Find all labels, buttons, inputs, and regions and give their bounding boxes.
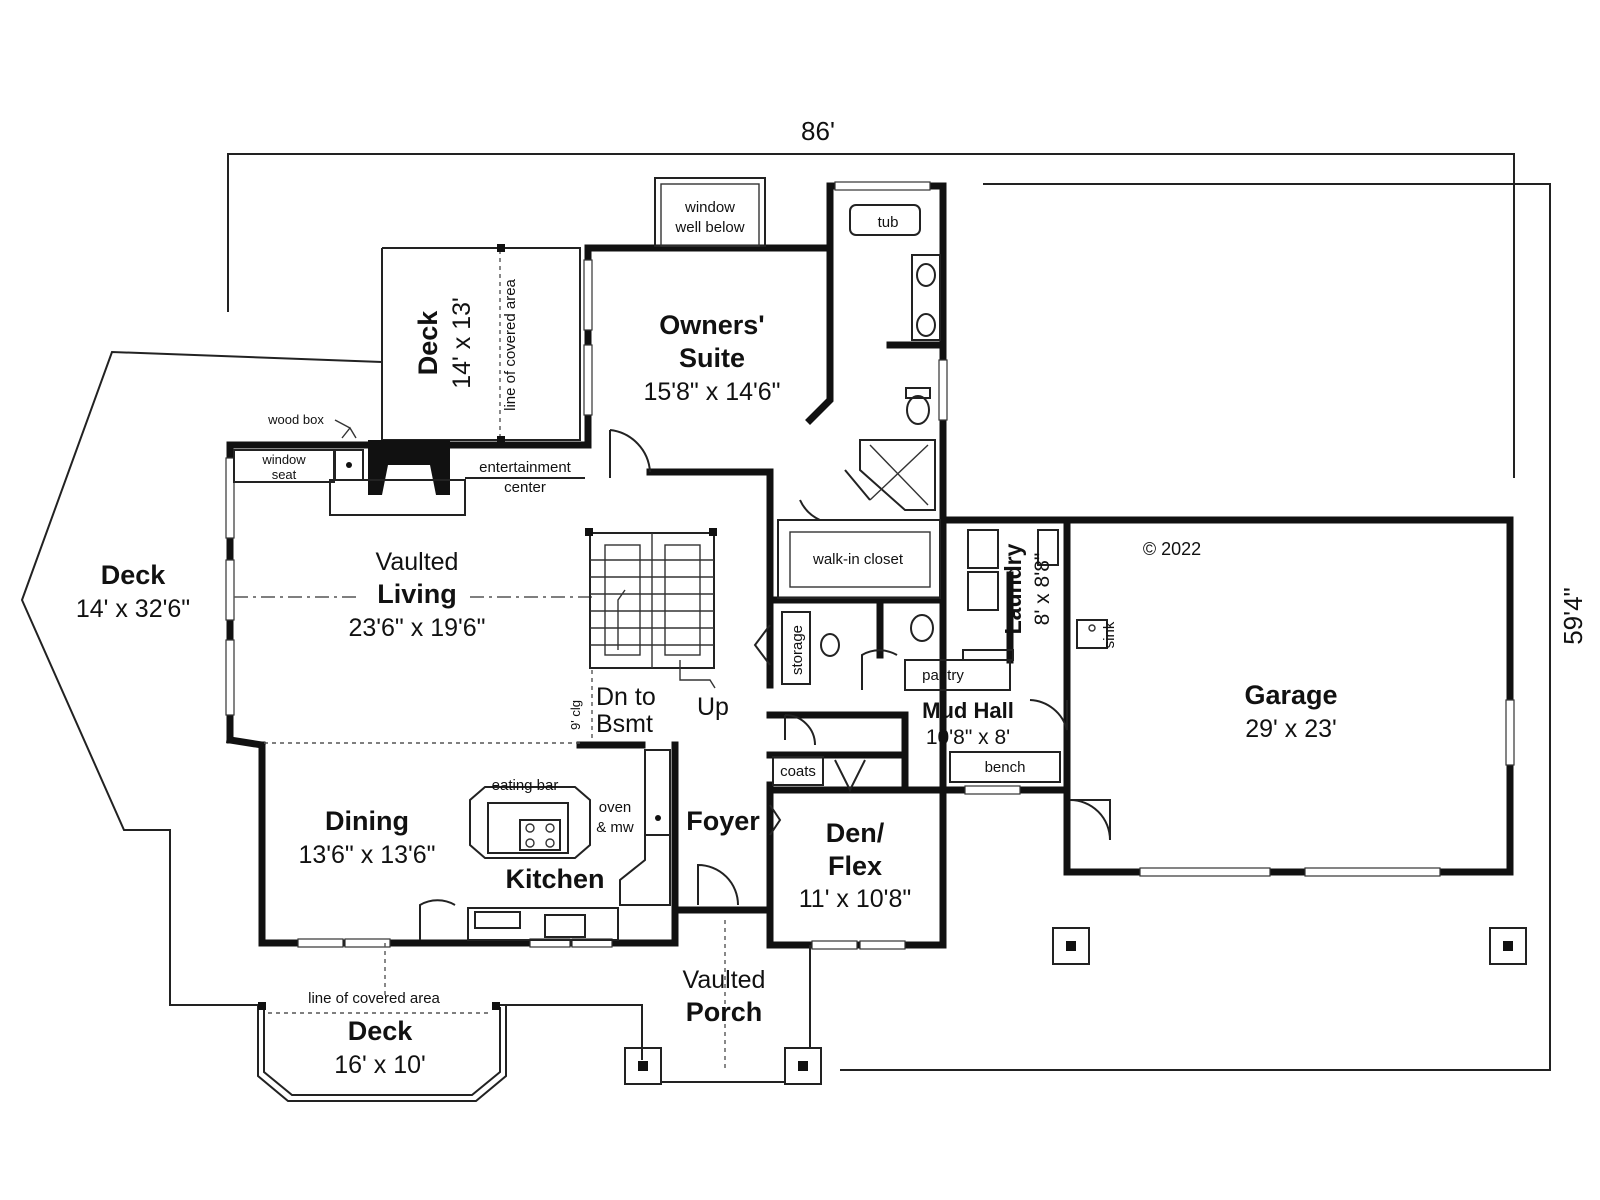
- window-seat-label-1: window: [261, 452, 306, 467]
- sink-label: sink: [1101, 621, 1118, 648]
- ceiling-label: 9' clg: [568, 700, 583, 730]
- dn-to-label-1: Dn to: [596, 683, 656, 711]
- den-name-1: Den/: [826, 818, 885, 848]
- storage-closet: [781, 611, 811, 685]
- dining-name: Dining: [325, 806, 409, 836]
- dining-size: 13'6" x 13'6": [298, 841, 435, 869]
- dn-to-label-2: Bsmt: [596, 710, 653, 738]
- porch-name-2: Porch: [686, 997, 763, 1027]
- foyer-name: Foyer: [686, 806, 760, 836]
- window-well-label-2: well below: [674, 219, 744, 236]
- fireplace: [368, 440, 450, 495]
- covered-area-upper: line of covered area: [502, 278, 519, 410]
- sink-oval-1: [916, 263, 936, 287]
- living-name-2: Living: [377, 579, 457, 609]
- pantry-label: pantry: [922, 667, 964, 684]
- deck-upper-size: 14' x 13': [448, 297, 476, 389]
- deck-lower-name: Deck: [348, 1016, 414, 1046]
- eating-bar-island: [469, 786, 591, 859]
- kitchen-sink: [544, 914, 586, 938]
- entertainment-label-2: center: [504, 479, 546, 496]
- deck-lower-size: 16' x 10': [334, 1051, 426, 1079]
- tub-label: tub: [878, 214, 899, 231]
- overall-width-label: 86': [801, 116, 835, 146]
- living-name-1: Vaulted: [376, 548, 459, 576]
- garage-size: 29' x 23': [1245, 715, 1337, 743]
- dryer: [967, 571, 999, 611]
- garage-name: Garage: [1244, 680, 1337, 710]
- covered-area-lower: line of covered area: [308, 990, 440, 1007]
- laundry-sink: [1076, 619, 1108, 649]
- oven-cabinet: [644, 749, 671, 836]
- storage-label: storage: [789, 625, 806, 675]
- staircase: [585, 528, 717, 689]
- interior-walls: [576, 244, 1071, 914]
- coats-label: coats: [780, 763, 816, 780]
- den-name-2: Flex: [828, 851, 882, 881]
- up-label: Up: [697, 693, 729, 721]
- washer: [967, 529, 999, 569]
- deck-side-size: 14' x 32'6": [76, 595, 190, 623]
- living-size: 23'6" x 19'6": [348, 614, 485, 642]
- shower: [859, 439, 936, 511]
- overall-dimension-lines: [227, 153, 1551, 1071]
- toilet: [906, 395, 930, 425]
- owners-suite-name-1: Owners': [659, 310, 764, 340]
- walk-in-closet: [777, 519, 941, 599]
- owners-suite-name-2: Suite: [679, 343, 745, 373]
- owners-suite-size: 15'8" x 14'6": [643, 378, 780, 406]
- bench-label: bench: [985, 759, 1026, 776]
- window-seat-label-2: seat: [272, 467, 297, 482]
- pantry: [904, 659, 1011, 691]
- deck-side-name: Deck: [101, 560, 167, 590]
- kitchen-name: Kitchen: [505, 864, 604, 894]
- doors: [419, 429, 1111, 940]
- walk-in-closet-label: walk-in closet: [812, 551, 904, 568]
- mud-hall-size: 10'8" x 8': [926, 726, 1010, 749]
- oven-label-2: & mw: [596, 819, 634, 836]
- deck-upper-name: Deck: [413, 310, 443, 376]
- mud-hall-name: Mud Hall: [922, 698, 1014, 723]
- bench: [949, 751, 1061, 783]
- laundry-name: Laundry: [1000, 543, 1026, 634]
- copyright: © 2022: [1143, 539, 1201, 559]
- oven-label-1: oven: [599, 799, 632, 816]
- sink-oval-2: [916, 313, 936, 337]
- bathtub: [849, 204, 921, 236]
- laundry-size: 8' x 8'8": [1031, 553, 1054, 626]
- window-well-label-1: window: [684, 199, 735, 216]
- side-deck-outline: [20, 247, 581, 1006]
- entertainment-label-1: entertainment: [479, 459, 572, 476]
- wood-box-label: wood box: [267, 412, 324, 427]
- coats-closet: [772, 756, 824, 786]
- overall-depth-label: 59'4": [1558, 587, 1588, 645]
- porch-name-1: Vaulted: [683, 966, 766, 994]
- cooktop: [519, 819, 561, 851]
- lower-deck: [263, 1007, 501, 1096]
- half-bath-sink: [820, 633, 840, 657]
- eating-bar-label: eating bar: [492, 777, 559, 794]
- windows: [225, 181, 1515, 950]
- den-size: 11' x 10'8": [799, 885, 911, 913]
- half-bath-toilet: [910, 614, 934, 642]
